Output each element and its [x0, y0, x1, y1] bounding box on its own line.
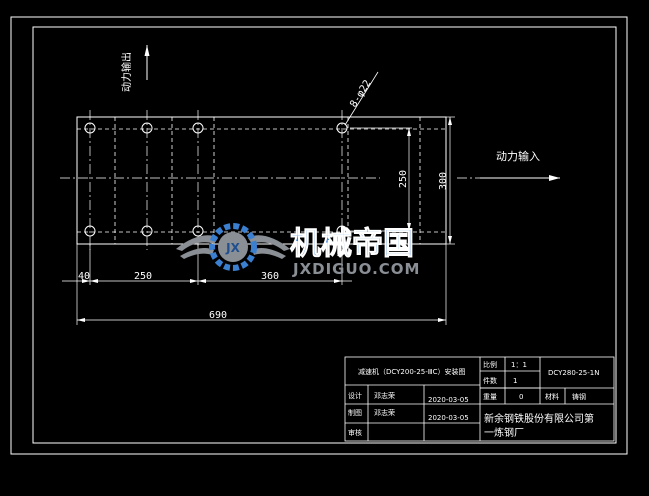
- draw-name: 邓志荣: [374, 408, 395, 417]
- power-output-arrow: [144, 45, 150, 80]
- dimension-360: 360: [261, 271, 279, 282]
- dimension-690: 690: [209, 310, 227, 321]
- scale-value: 1：1: [511, 361, 527, 369]
- outer-frame: [10, 16, 628, 455]
- base-plate-outline: [76, 116, 447, 245]
- vertical-dimension-arrows: [407, 117, 452, 244]
- inner-frame: [32, 26, 617, 444]
- power-input-label: 动力输入: [496, 149, 540, 163]
- dimension-300-vertical: 300: [438, 172, 449, 190]
- watermark-logo: JX: [176, 223, 290, 271]
- dimension-40: 40: [78, 271, 90, 282]
- drawing-title: 减速机（DCY200-25-ⅢC）安装图: [358, 367, 465, 376]
- dimension-250-horizontal: 250: [134, 271, 152, 282]
- hole-diameter-leader: [344, 71, 379, 126]
- weight-value: 0: [519, 393, 523, 401]
- design-date: 2020-03-05: [428, 396, 469, 404]
- dimension-lines-vertical: [350, 116, 455, 245]
- draw-date: 2020-03-05: [428, 414, 469, 422]
- review-label: 审核: [348, 428, 362, 437]
- drawing-number: DCY280-25-1N: [548, 369, 599, 377]
- design-label: 设计: [348, 391, 362, 400]
- power-input-arrow: [480, 175, 560, 181]
- power-output-label: 动力输出: [120, 52, 133, 92]
- title-block-grid: [344, 356, 615, 442]
- company-name-line1: 新余钢铁股份有限公司第: [484, 412, 594, 425]
- design-name: 邓志荣: [374, 391, 395, 400]
- weight-label: 重量: [483, 393, 497, 401]
- watermark-text-cn: 机械帝国: [290, 226, 414, 262]
- dimension-arrows: [77, 279, 446, 322]
- watermark-text-en: JXDIGUO.COM: [292, 260, 420, 278]
- scale-label: 比例: [483, 360, 497, 369]
- hidden-lines: [77, 117, 446, 244]
- draw-label: 制图: [348, 408, 362, 417]
- dimension-250-vertical: 250: [398, 170, 409, 188]
- dimension-lines-horizontal: [62, 244, 447, 325]
- material-label: 材料: [545, 392, 559, 401]
- pieces-value: 1: [513, 377, 517, 385]
- watermark-logo-letters: JX: [225, 241, 240, 255]
- hole-diameter-label: 8-φ22: [348, 78, 373, 109]
- pieces-label: 件数: [483, 376, 497, 385]
- company-name-line2: 一炼钢厂: [484, 426, 524, 439]
- mounting-holes: [84, 122, 348, 237]
- material-value: 铸钢: [572, 392, 586, 401]
